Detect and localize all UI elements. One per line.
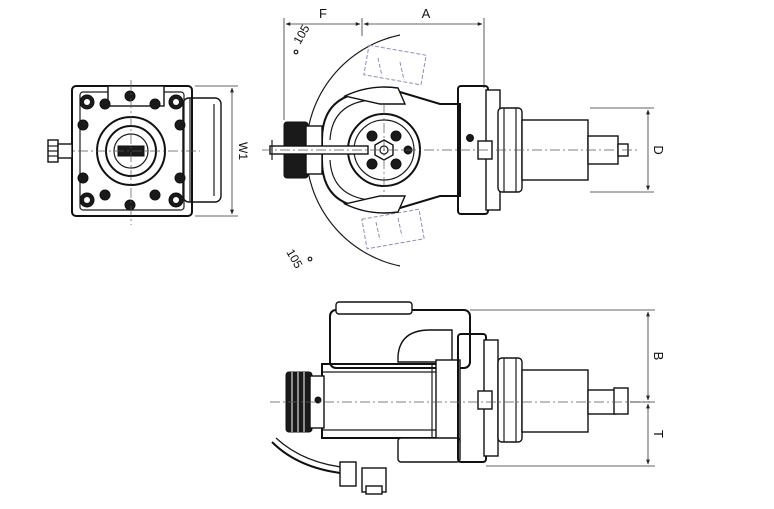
dimension-f-a: F A (283, 6, 485, 120)
label-f: F (319, 6, 327, 21)
label-d: D (651, 145, 666, 154)
label-angle-bottom: 105 (283, 247, 305, 272)
bolt-holes (77, 90, 186, 211)
label-angle-top: 105 (290, 22, 312, 47)
dimension-b-t: B T (470, 309, 666, 467)
front-view (47, 80, 222, 225)
dimension-d: D (590, 107, 666, 193)
top-view: 105 105 (262, 22, 640, 271)
label-t: T (651, 430, 666, 438)
dimension-w1: W1 (195, 85, 250, 217)
side-view (270, 301, 650, 495)
ghost-position-bottom (361, 208, 425, 250)
label-a: A (422, 6, 431, 21)
label-w1: W1 (236, 142, 250, 160)
label-b: B (651, 352, 666, 361)
ghost-position-top (363, 44, 427, 86)
